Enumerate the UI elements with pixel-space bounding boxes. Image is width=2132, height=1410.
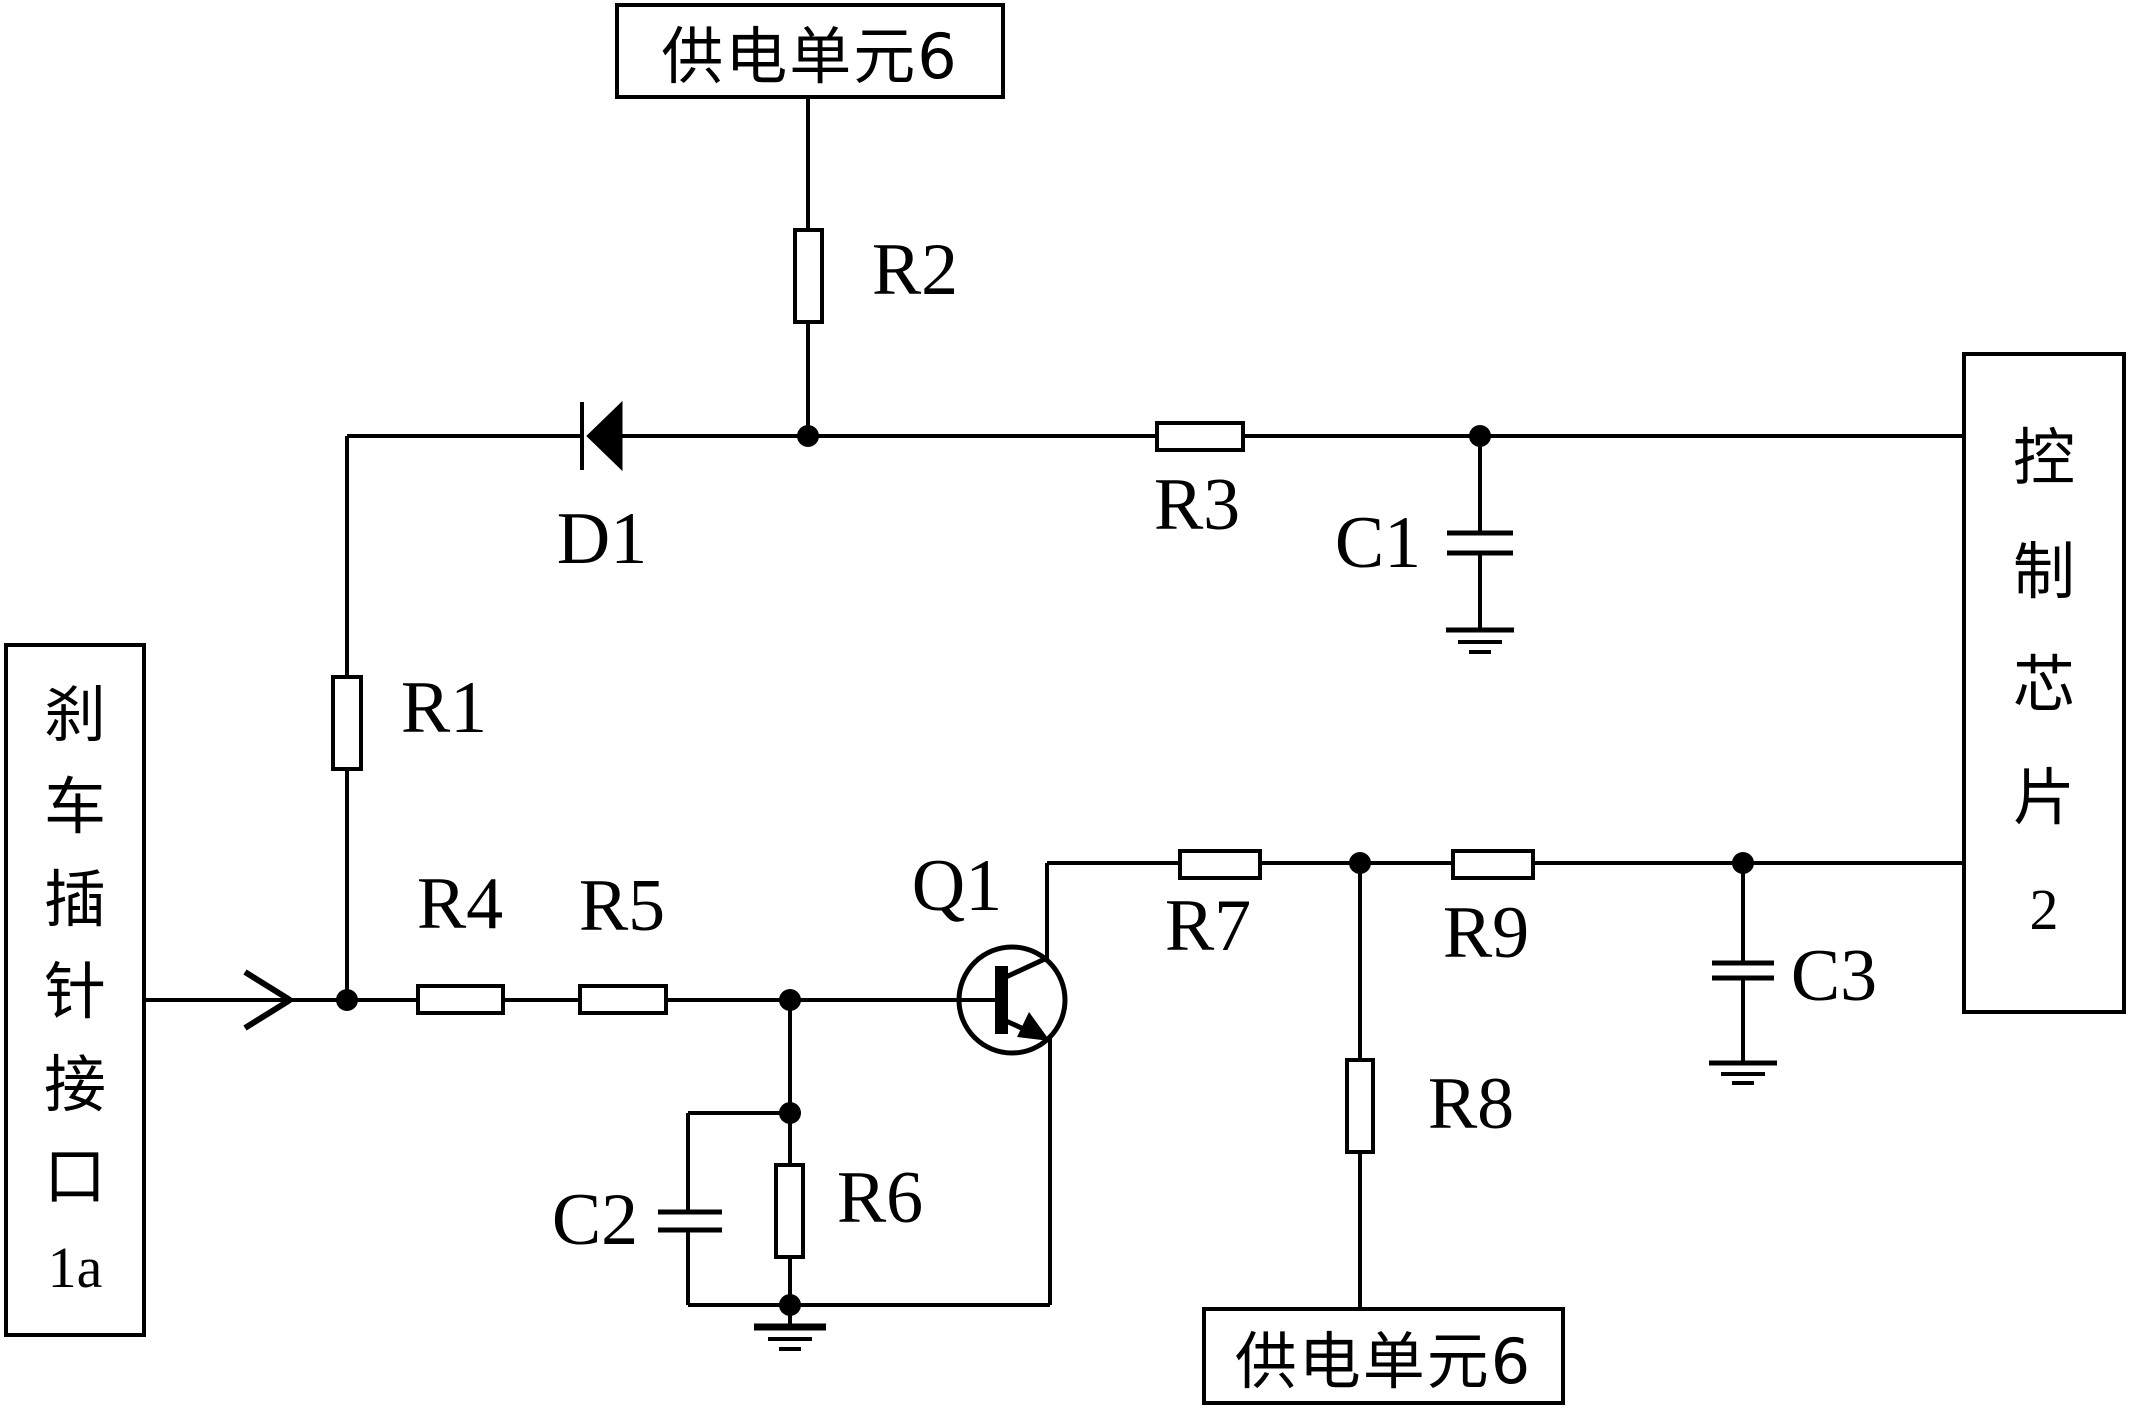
junction-dot xyxy=(336,989,358,1011)
transistor-emitter-arrow xyxy=(1017,1012,1050,1041)
label-r3: R3 xyxy=(1153,464,1241,546)
power-unit-bottom-label: 供电单元6 xyxy=(1234,1325,1533,1398)
grounds xyxy=(754,627,1777,1351)
brake-interface-char: 插 xyxy=(43,862,106,936)
junction-dot xyxy=(1469,425,1491,447)
label-r7: R7 xyxy=(1164,885,1252,967)
label-c3: C3 xyxy=(1790,935,1878,1017)
resistor-r5-body xyxy=(578,984,668,1015)
label-q1: Q1 xyxy=(911,845,1003,927)
junction-dot xyxy=(779,989,801,1011)
resistor-r8-body xyxy=(1345,1058,1375,1154)
capacitors xyxy=(658,530,1774,1233)
capacitor-c2-symbol xyxy=(658,1209,722,1233)
power-unit-bottom-box: 供电单元6 xyxy=(1202,1307,1565,1405)
brake-interface-char: 针 xyxy=(43,955,106,1028)
diode-d1-symbol xyxy=(580,400,623,472)
junction-dot xyxy=(797,425,819,447)
brake-interface-char: 刹 xyxy=(43,677,106,751)
transistor-q1-symbol xyxy=(956,944,1068,1056)
brake-interface-char: 车 xyxy=(43,770,106,843)
resistor-r6-body xyxy=(774,1163,805,1259)
resistor-r7-body xyxy=(1178,849,1262,880)
label-r6: R6 xyxy=(836,1157,924,1239)
junction-dot xyxy=(1349,852,1371,874)
transistor-collector-lead xyxy=(1004,955,1049,980)
resistors xyxy=(331,228,1535,1259)
ground-r6-icon xyxy=(754,1323,826,1351)
label-r8: R8 xyxy=(1427,1063,1515,1145)
capacitor-c3-symbol xyxy=(1712,960,1774,981)
junction-dot xyxy=(779,1294,801,1316)
brake-interface-designator: 1a xyxy=(47,1234,103,1300)
resistor-r4-body xyxy=(416,984,505,1015)
control-chip-char: 芯 xyxy=(2012,647,2075,721)
control-chip-char: 制 xyxy=(2012,534,2075,608)
label-r9: R9 xyxy=(1442,892,1530,974)
label-r1: R1 xyxy=(400,667,488,749)
transistor-circle xyxy=(956,944,1068,1056)
control-chip-char: 控 xyxy=(2012,421,2075,495)
resistor-r9-body xyxy=(1451,849,1535,880)
brake-interface-char: 接 xyxy=(43,1047,106,1121)
label-c2: C2 xyxy=(551,1179,639,1261)
junction-dot xyxy=(779,1102,801,1124)
junction-dots xyxy=(336,425,1754,1316)
label-r4: R4 xyxy=(416,863,504,945)
ground-c3-icon xyxy=(1709,1060,1777,1085)
brake-interface-char: 口 xyxy=(43,1140,106,1213)
resistor-r3-body xyxy=(1155,421,1245,452)
ground-c1-icon xyxy=(1446,627,1514,654)
signal-arrow-icon xyxy=(243,969,292,1031)
power-unit-top-box: 供电单元6 xyxy=(615,3,1005,99)
control-chip-box: 控 制 芯 片 2 xyxy=(1962,352,2126,1014)
label-c1: C1 xyxy=(1334,502,1422,584)
resistor-r1-body xyxy=(331,675,363,771)
transistor-base-bar xyxy=(995,966,1008,1034)
brake-pin-interface-box: 刹 车 插 针 接 口 1a xyxy=(4,643,146,1337)
control-chip-char: 片 xyxy=(2012,761,2075,835)
label-r5: R5 xyxy=(578,865,666,947)
diode-triangle xyxy=(586,400,623,472)
label-r2: R2 xyxy=(871,229,959,311)
label-d1: D1 xyxy=(556,498,648,580)
control-chip-designator: 2 xyxy=(2029,876,2059,942)
power-unit-top-label: 供电单元6 xyxy=(661,20,959,93)
capacitor-c1-symbol xyxy=(1447,530,1513,556)
junction-dot xyxy=(1732,852,1754,874)
resistor-r2-body xyxy=(793,228,824,324)
